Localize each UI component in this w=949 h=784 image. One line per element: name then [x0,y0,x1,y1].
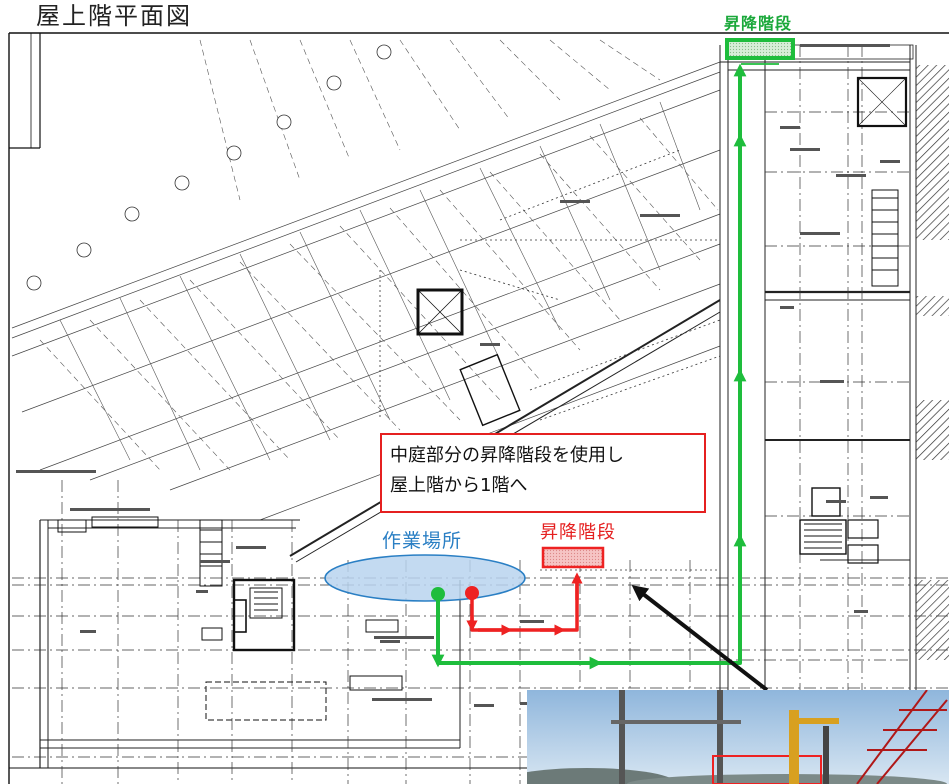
label-work-area: 作業場所 [382,530,463,552]
work-area-ellipse [324,554,526,602]
roof-dashed-lines [39,39,719,471]
railings [379,149,721,571]
dashed-grid [12,45,949,784]
green-route [431,63,747,670]
drawing-annotations [16,44,900,707]
route-callout: 中庭部分の昇降階段を使用し 屋上階から1階へ [380,433,706,513]
label-stair-center: 昇降階段 [540,522,616,543]
callout-line-2: 屋上階から1階へ [390,475,528,496]
roof-hatch-box [416,288,464,336]
structural-grid [39,45,917,768]
callout-line-1: 中庭部分の昇降階段を使用し [390,445,624,466]
stair-marker-top [725,38,795,60]
photo-pointer-arrow [631,585,769,692]
wall-hatch-1 [916,65,949,240]
parapet [289,299,721,563]
equipment-racks [57,189,899,587]
roof-slope-lines [59,101,701,471]
drawing-frame [8,32,949,784]
page-title: 屋上階平面図 [36,2,192,30]
label-stair-top: 昇降階段 [724,14,793,33]
grid-markers [26,44,392,291]
red-route-start [465,586,479,600]
red-route [466,572,583,636]
stair-core-right [799,76,908,564]
stair-core-left [201,578,403,721]
green-route-start [431,587,445,601]
stair-marker-center [541,546,605,569]
site-photo [527,690,949,784]
